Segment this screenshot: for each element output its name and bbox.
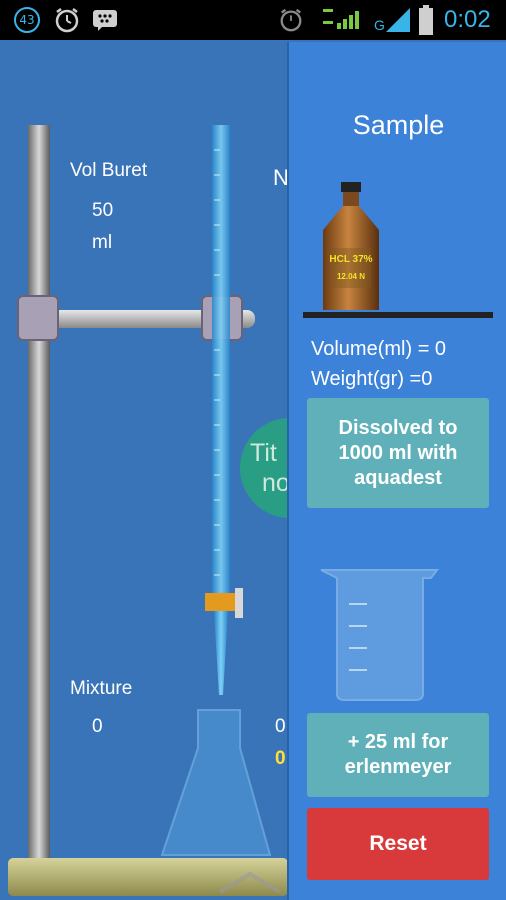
clock-time: 0:02 bbox=[444, 6, 491, 33]
beaker-image[interactable] bbox=[319, 564, 441, 702]
titrate-button-line1: Tit bbox=[250, 439, 277, 467]
dissolve-button-line2: 1000 ml with bbox=[338, 441, 458, 464]
bottle-label-line1: HCL 37% bbox=[329, 254, 373, 265]
reading-value-yellow: 0 bbox=[275, 748, 286, 769]
alarm-clock-icon bbox=[55, 8, 79, 33]
mixture-value: 0 bbox=[92, 716, 103, 737]
titration-stand-illustration bbox=[8, 125, 290, 896]
hcl-bottle[interactable] bbox=[317, 182, 385, 314]
buret-tip bbox=[214, 611, 228, 695]
signal-strength-icon: G bbox=[374, 8, 410, 33]
battery-icon bbox=[419, 5, 433, 35]
stand-rod bbox=[28, 125, 50, 870]
stand-base bbox=[8, 858, 288, 896]
rod-clamp bbox=[17, 295, 59, 341]
mixture-label: Mixture bbox=[70, 678, 133, 699]
add-button-line2: erlenmeyer bbox=[344, 756, 452, 778]
vol-buret-unit: ml bbox=[92, 232, 113, 253]
reading-value-white: 0 bbox=[275, 716, 286, 737]
erlenmeyer-flask bbox=[160, 709, 272, 856]
notification-count: 43 bbox=[19, 13, 35, 27]
vol-buret-value: 50 bbox=[92, 200, 114, 221]
titrate-button-line2: no bbox=[262, 469, 290, 497]
notification-count-badge: 43 bbox=[14, 7, 40, 33]
dissolve-button[interactable]: Dissolved to 1000 ml with aquadest bbox=[307, 398, 489, 508]
reset-button[interactable]: Reset bbox=[307, 808, 489, 880]
titrate-button[interactable]: Tit no bbox=[250, 438, 290, 508]
panel-title: Sample bbox=[352, 110, 445, 140]
add-button-line1: + 25 ml for bbox=[347, 731, 449, 753]
vol-buret-label: Vol Buret bbox=[70, 160, 148, 181]
alarm-clock-icon bbox=[280, 8, 302, 32]
dissolve-button-line1: Dissolved to bbox=[338, 416, 458, 439]
buret-stopcock bbox=[205, 593, 239, 611]
bottle-label-line2: 12.04 N bbox=[336, 272, 366, 281]
add-25ml-button[interactable]: + 25 ml for erlenmeyer bbox=[307, 713, 489, 797]
sample-panel: Sample HCL 37% 12.04 N Volume(ml) = 0 We… bbox=[287, 42, 506, 900]
partial-label-letter: N bbox=[273, 165, 289, 190]
collapse-chevron-icon bbox=[218, 871, 282, 894]
bbm-chat-icon bbox=[93, 10, 117, 31]
status-bar: 43 G 0:02 bbox=[0, 0, 506, 40]
dissolve-button-line3: aquadest bbox=[354, 466, 442, 489]
bottle-shelf bbox=[303, 312, 493, 318]
data-transfer-icon bbox=[323, 9, 359, 29]
weight-readout: Weight(gr) =0 bbox=[311, 368, 433, 390]
svg-text:G: G bbox=[374, 17, 385, 33]
buret-tube bbox=[212, 125, 230, 595]
volume-readout: Volume(ml) = 0 bbox=[311, 338, 447, 360]
